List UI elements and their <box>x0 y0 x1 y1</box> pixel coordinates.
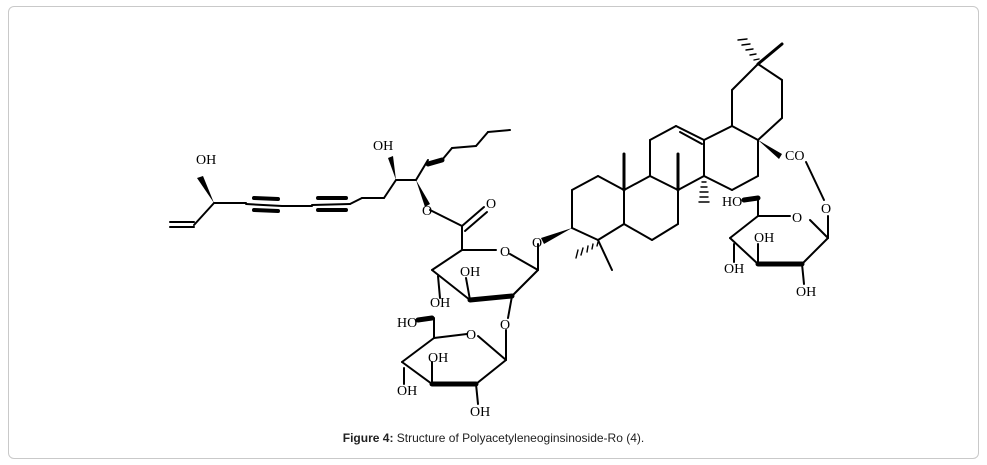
hydroxyl-label: OH <box>796 285 816 300</box>
hydroxyl-label: OH <box>428 351 448 366</box>
hydroxymethyl-label: HO <box>722 195 742 210</box>
oxygen-label: O <box>500 245 510 260</box>
oxygen-label: O <box>466 328 476 343</box>
glucuronide-ring <box>431 225 539 319</box>
oxygen-label: O <box>422 204 432 219</box>
figure-label: Figure 4: <box>342 431 394 445</box>
lower-glucose-ring <box>401 315 507 405</box>
hydroxymethyl-label: HO <box>397 316 417 331</box>
polyacetylene-chain <box>169 129 511 232</box>
hydroxyl-label: OH <box>373 139 393 154</box>
oxygen-label: O <box>500 318 510 333</box>
oxygen-label: O <box>532 236 542 251</box>
right-glucose-ring <box>729 195 829 285</box>
hydroxyl-label: OH <box>196 153 216 168</box>
figure-frame <box>8 6 979 459</box>
hydroxyl-label: OH <box>397 384 417 399</box>
figure-caption: Figure 4: Structure of Polyacetyleneogin… <box>0 431 987 445</box>
hydroxyl-label: OH <box>724 262 744 277</box>
oxygen-label: O <box>821 202 831 217</box>
atom-labels: OH OH O O O O OH OH O HO O OH OH OH CO O… <box>196 139 831 420</box>
carbonyl-label: CO <box>785 149 804 164</box>
oxygen-label: O <box>486 197 496 212</box>
oxygen-label: O <box>792 211 802 226</box>
hydroxyl-label: OH <box>460 265 480 280</box>
figure-caption-text: Structure of Polyacetyleneoginsinoside-R… <box>393 431 645 445</box>
oleanane-skeleton <box>541 38 825 271</box>
hydroxyl-label: OH <box>470 405 490 420</box>
hydroxyl-label: OH <box>754 231 774 246</box>
hydroxyl-label: OH <box>430 296 450 311</box>
